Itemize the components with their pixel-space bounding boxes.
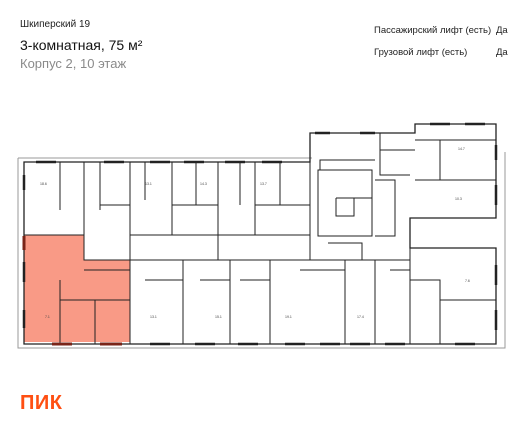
svg-text:13.1: 13.1	[145, 182, 152, 186]
svg-text:13.7: 13.7	[260, 182, 267, 186]
pik-logo[interactable]: ПИК	[20, 392, 63, 414]
selected-apartment-area[interactable]	[24, 235, 130, 342]
svg-text:14.7: 14.7	[458, 147, 465, 151]
spec-freight-lift-label: Грузовой лифт (есть)	[374, 47, 468, 58]
apartment-title: 3-комнатная, 75 м²	[20, 37, 143, 53]
spec-freight-lift-value: Да	[496, 47, 508, 58]
svg-text:15.1: 15.1	[215, 315, 222, 319]
svg-text:19.1: 19.1	[285, 315, 292, 319]
svg-text:17.4: 17.4	[357, 315, 364, 319]
project-name: Шкиперский 19	[20, 19, 91, 30]
svg-text:13.1: 13.1	[150, 315, 157, 319]
svg-text:10.3: 10.3	[455, 197, 462, 201]
floor-plan: 18.6 13.1 14.3 13.7 7.1 13.1 15.1 19.1 17.4 10…	[17, 122, 506, 349]
spec-passenger-lift-value: Да	[496, 25, 508, 36]
svg-text:14.3: 14.3	[200, 182, 207, 186]
apartment-subtitle: Корпус 2, 10 этаж	[20, 56, 127, 71]
svg-text:7.1: 7.1	[45, 315, 50, 319]
spec-passenger-lift-label: Пассажирский лифт (есть)	[374, 25, 492, 36]
svg-text:7.6: 7.6	[465, 279, 470, 283]
svg-text:18.6: 18.6	[40, 182, 47, 186]
